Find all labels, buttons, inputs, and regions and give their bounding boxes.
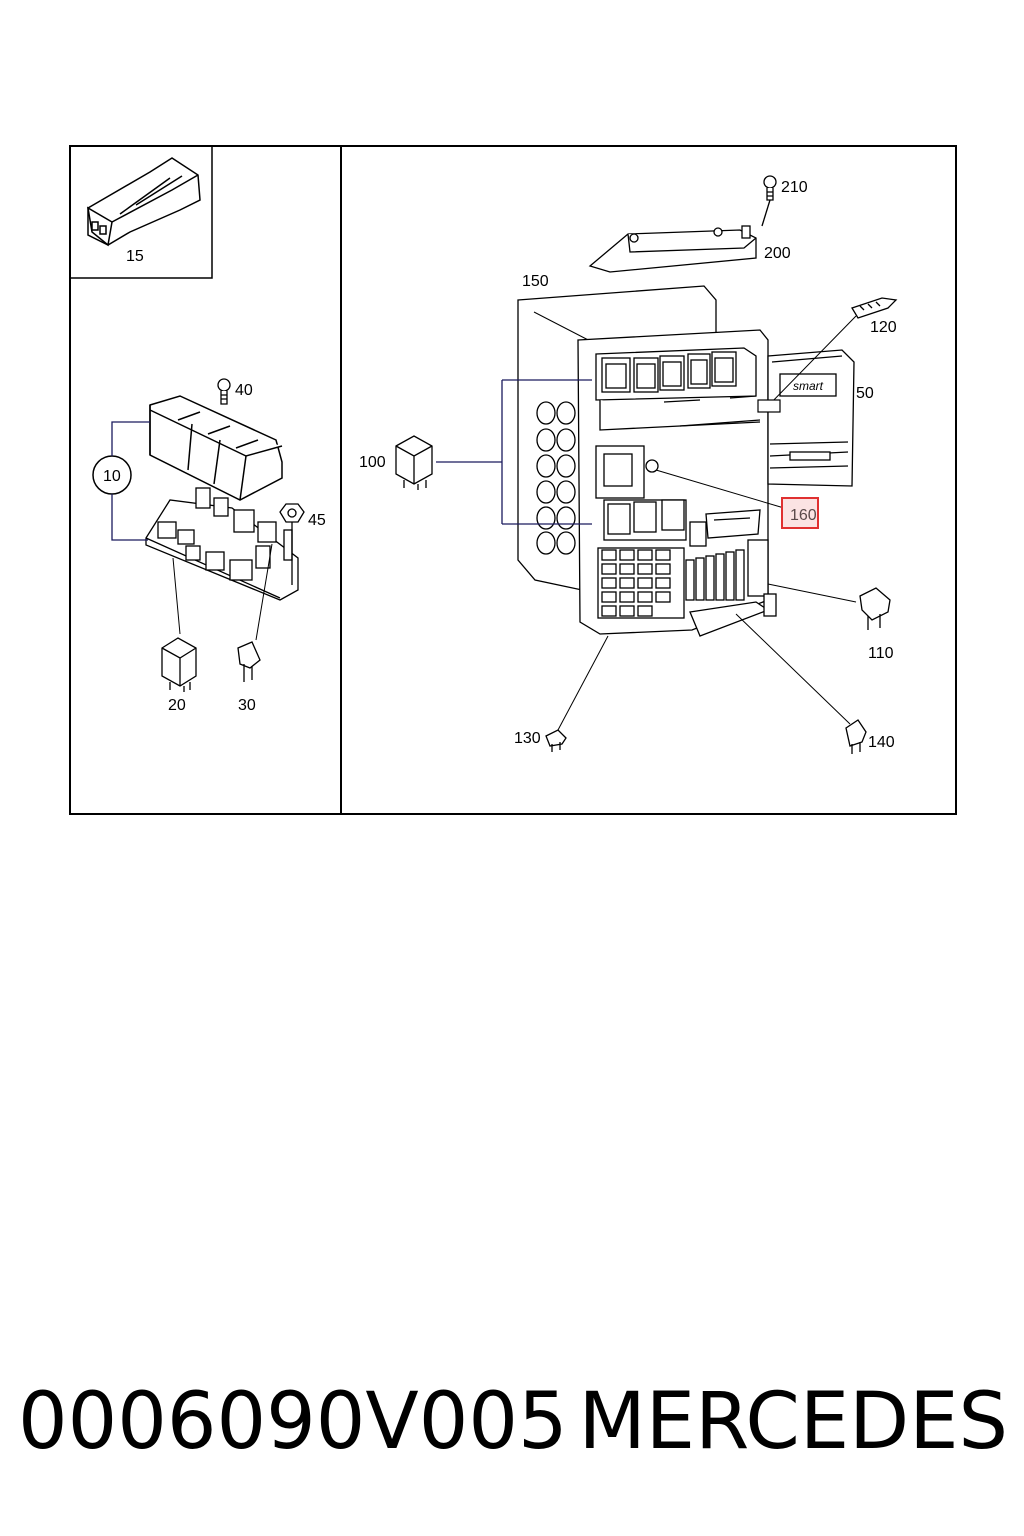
leader-20 bbox=[172, 557, 181, 635]
clip-120-slot bbox=[757, 399, 781, 413]
leader-110 bbox=[767, 583, 857, 603]
callout-10: 10 bbox=[103, 468, 121, 485]
leader-140 bbox=[735, 613, 851, 725]
callout-200: 200 bbox=[764, 245, 791, 262]
leader-160 bbox=[655, 469, 785, 509]
fuse-110 bbox=[859, 587, 891, 630]
smart-logo: smart bbox=[793, 379, 824, 393]
callout-160: 160 bbox=[790, 507, 817, 524]
callout-110: 110 bbox=[868, 645, 894, 662]
callout-15: 15 bbox=[126, 248, 144, 265]
callout-40: 40 bbox=[235, 382, 253, 399]
part-number: 0006090V005 bbox=[18, 1377, 568, 1467]
main-fuse-box bbox=[577, 329, 777, 637]
inset-box-15 bbox=[69, 145, 213, 279]
relay-20 bbox=[161, 637, 197, 692]
leader-130 bbox=[557, 635, 609, 731]
callout-140: 140 bbox=[868, 734, 895, 751]
leader-120 bbox=[765, 315, 857, 409]
callout-20: 20 bbox=[168, 697, 186, 714]
leader-30 bbox=[255, 543, 273, 641]
callout-45: 45 bbox=[308, 512, 326, 529]
part-15-clip-drawing bbox=[86, 157, 201, 247]
callout-130: 130 bbox=[514, 730, 541, 747]
diagram-frame bbox=[69, 145, 957, 815]
relay-100 bbox=[395, 435, 433, 490]
fuse-box-cover-drawing bbox=[149, 395, 283, 501]
callout-210: 210 bbox=[781, 179, 808, 196]
clip-120 bbox=[851, 297, 898, 319]
brand-name: MERCEDES bbox=[578, 1377, 1009, 1467]
fuse-30 bbox=[237, 641, 261, 682]
callout-160-highlight[interactable] bbox=[781, 497, 819, 529]
bracket-200 bbox=[588, 225, 757, 273]
fuse-box-base-drawing bbox=[145, 487, 299, 601]
leader-10 bbox=[111, 421, 150, 541]
parts-diagram: 15 10 40 bbox=[69, 145, 957, 815]
leader-100 bbox=[436, 379, 592, 525]
callout-100: 100 bbox=[359, 454, 386, 471]
footer-caption: 0006090V005 MERCEDES bbox=[18, 1362, 1008, 1482]
callout-30: 30 bbox=[238, 697, 256, 714]
fuse-130 bbox=[545, 729, 567, 752]
callout-120: 120 bbox=[870, 319, 897, 336]
screw-40 bbox=[217, 378, 231, 405]
callout-50: 50 bbox=[856, 385, 874, 402]
callout-150: 150 bbox=[522, 273, 549, 290]
nut-45 bbox=[279, 503, 305, 585]
leader-150 bbox=[533, 311, 597, 345]
fuse-140 bbox=[845, 719, 867, 754]
module-50 bbox=[767, 349, 855, 487]
screw-210 bbox=[761, 175, 777, 227]
